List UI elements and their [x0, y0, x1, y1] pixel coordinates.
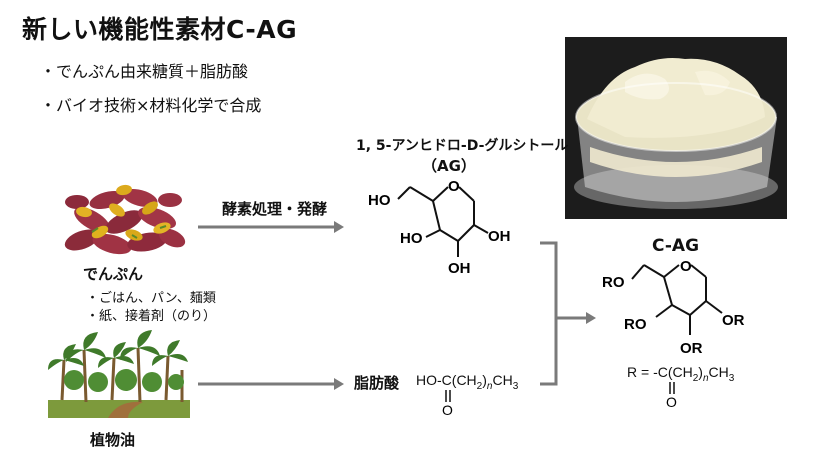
cag-title: C-AG: [652, 236, 700, 256]
veg-oil-label: 植物油: [90, 431, 136, 449]
starch-use-1: ・ごはん、パン、麺類: [86, 291, 216, 306]
fa-sub2: 2: [476, 380, 483, 392]
cag-carbonyl: O: [666, 382, 677, 410]
cag-r-sub3: 3: [728, 372, 735, 384]
fatty-acid-label: 脂肪酸: [354, 374, 400, 392]
page-title: 新しい機能性素材C-AG: [22, 15, 298, 44]
fa-tail: CH: [492, 372, 513, 388]
cag-r-mid: (CH: [667, 364, 693, 380]
cag-ro-2: RO: [624, 316, 647, 333]
ag-name: 1, 5-アンヒドロ-D-グルシトール: [356, 138, 569, 154]
cag-r-tail: CH: [708, 364, 729, 380]
powder-dish-photo: [565, 37, 787, 219]
fa-carbonyl-o: O: [442, 402, 453, 418]
ag-ho-2: HO: [400, 230, 423, 247]
process-label: 酵素処理・発酵: [222, 200, 328, 218]
ag-ring-o: O: [448, 178, 460, 195]
cag-r-sub2: 2: [692, 372, 699, 384]
cag-structure: O RO RO OR OR: [602, 258, 745, 357]
cag-r-definition: R = -C(CH2)nCH3: [627, 364, 734, 384]
fa-n: n: [486, 380, 493, 392]
cag-or-1: OR: [680, 340, 703, 357]
ag-abbr: （AG）: [422, 157, 476, 175]
cag-r-n: n: [702, 372, 709, 384]
starch-use-2: ・紙、接着剤（のり）: [86, 309, 217, 324]
fa-sub3: 3: [512, 380, 519, 392]
cag-r-paren: ): [698, 364, 703, 380]
cag-ro-1: RO: [602, 274, 625, 291]
ag-structure: O HO HO OH OH: [368, 178, 511, 277]
sweet-potato-pile-image: [64, 184, 186, 255]
ag-ho-1: HO: [368, 192, 391, 209]
fa-mid: (CH: [451, 372, 477, 388]
cag-r-prefix: R = -C: [627, 364, 668, 380]
palm-trees-image: [48, 330, 190, 418]
cag-or-2: OR: [722, 312, 745, 329]
fa-paren: ): [482, 372, 487, 388]
starch-label: でんぷん: [83, 265, 144, 283]
fa-carbonyl: O: [442, 390, 453, 418]
bullet-2: ・バイオ技術×材料化学で合成: [40, 96, 262, 115]
cag-carbonyl-o: O: [666, 394, 677, 410]
ag-oh-1: OH: [448, 260, 471, 277]
fatty-acid-formula: HO-C(CH2)nCH3: [416, 372, 518, 392]
cag-ring-o: O: [680, 258, 692, 275]
fa-prefix: HO-C: [416, 372, 452, 388]
bullet-1: ・でんぷん由来糖質＋脂肪酸: [40, 62, 249, 81]
bracket-connector: [540, 241, 558, 386]
ag-oh-2: OH: [488, 228, 511, 245]
